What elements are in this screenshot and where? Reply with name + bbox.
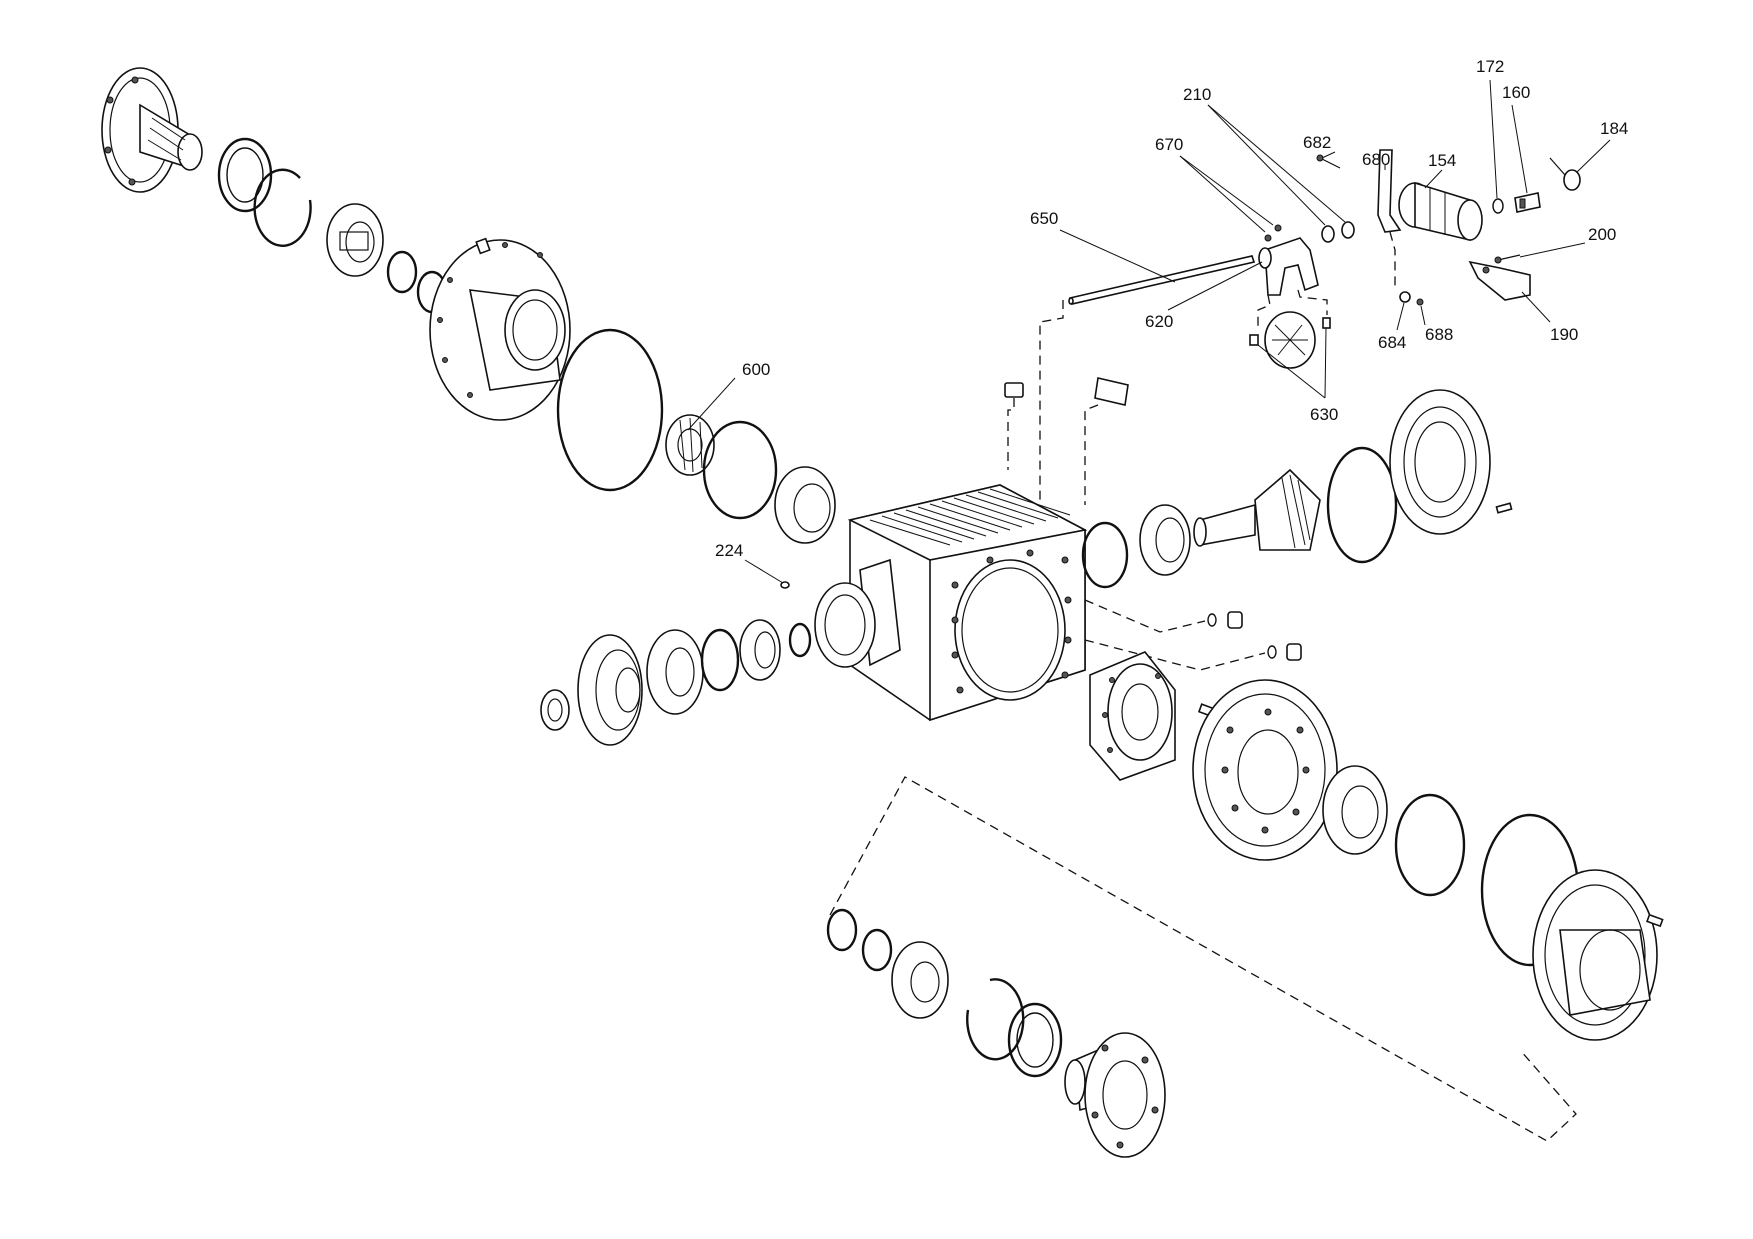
callout-684: 684 [1378, 333, 1406, 352]
breather-fitting [1004, 382, 1024, 470]
callout-210: 210 [1183, 85, 1211, 104]
lower-dashed-bracket [829, 776, 1577, 1142]
lower-pinion-nut [540, 689, 570, 731]
nuts-684-688 [1389, 231, 1424, 306]
right-seal-ring [1081, 521, 1129, 589]
crown-ring-gear [1192, 679, 1338, 861]
lower-spacer-disc [646, 629, 704, 715]
shift-rod-dashed-guide [1039, 300, 1064, 505]
callout-224: 224 [715, 541, 743, 560]
callout-630: 630 [1310, 405, 1338, 424]
left-housing-cover [429, 237, 571, 421]
callout-600: 600 [742, 360, 770, 379]
housing-cooling-fins [869, 488, 1071, 546]
right-bearing-cover [1389, 389, 1513, 535]
housing-bolt-holes [951, 549, 1072, 694]
callout-154: 154 [1428, 151, 1456, 170]
callout-670: 670 [1155, 135, 1183, 154]
upper-output-flange [101, 67, 203, 193]
lower-ball-bearing [891, 941, 949, 1019]
upper-shaft-seal [217, 137, 273, 213]
lower-output-flange [1064, 1032, 1166, 1158]
callout-labels: 600 224 650 670 210 682 680 154 172 160 … [715, 57, 1628, 560]
callout-200: 200 [1588, 225, 1616, 244]
lower-snap-ring [966, 978, 1025, 1061]
callout-680: 680 [1362, 150, 1390, 169]
lower-input-gear [577, 634, 643, 746]
callout-620: 620 [1145, 312, 1173, 331]
right-taper-bearing [1139, 504, 1191, 576]
lower-shim-ring [788, 622, 812, 658]
leader-lines [687, 79, 1611, 584]
sealing-ring-172 [1492, 198, 1504, 214]
shift-lever-680 [1377, 149, 1402, 233]
bevel-pinion-shaft [1193, 468, 1321, 551]
upper-snap-ring [253, 168, 312, 247]
shift-actuator-154 [1398, 181, 1483, 242]
lower-small-rings [826, 908, 893, 972]
axle-center-housing [814, 484, 1088, 722]
plug-224 [780, 581, 790, 589]
clutch-assembly-630 [1249, 289, 1331, 369]
callout-190: 190 [1550, 325, 1578, 344]
right-housing-cover [1532, 869, 1664, 1041]
left-carrier-ring [702, 420, 778, 520]
lower-shaft-seal [1007, 1002, 1063, 1078]
lower-taper-bearing-2 [739, 619, 781, 681]
left-housing-o-ring [556, 328, 664, 492]
upper-ball-bearing [326, 203, 384, 277]
right-cover-o-ring [1326, 446, 1398, 564]
lower-right-bearing [1322, 765, 1388, 855]
washers-210 [1321, 221, 1355, 243]
callout-160: 160 [1502, 83, 1530, 102]
shift-fork-pins-670 [1264, 224, 1282, 242]
drain-plugs [1084, 599, 1302, 671]
callout-172: 172 [1476, 57, 1504, 76]
connector-184 [1549, 157, 1581, 191]
shift-fork-620 [1258, 237, 1319, 296]
differential-spider-600 [665, 414, 715, 476]
lower-right-ring [1394, 793, 1466, 897]
shift-rod-650 [1068, 255, 1256, 305]
bolt-682 [1316, 154, 1341, 169]
callout-650: 650 [1030, 209, 1058, 228]
callout-682: 682 [1303, 133, 1331, 152]
sensor-160 [1514, 192, 1541, 213]
callout-184: 184 [1600, 119, 1628, 138]
differential-case [1089, 651, 1176, 781]
left-taper-bearing [774, 466, 836, 544]
bracket-190 [1468, 260, 1531, 301]
callout-688: 688 [1425, 325, 1453, 344]
lower-taper-bearing-1 [700, 628, 740, 692]
name-plate [1084, 377, 1129, 505]
bolt-200 [1494, 254, 1521, 264]
